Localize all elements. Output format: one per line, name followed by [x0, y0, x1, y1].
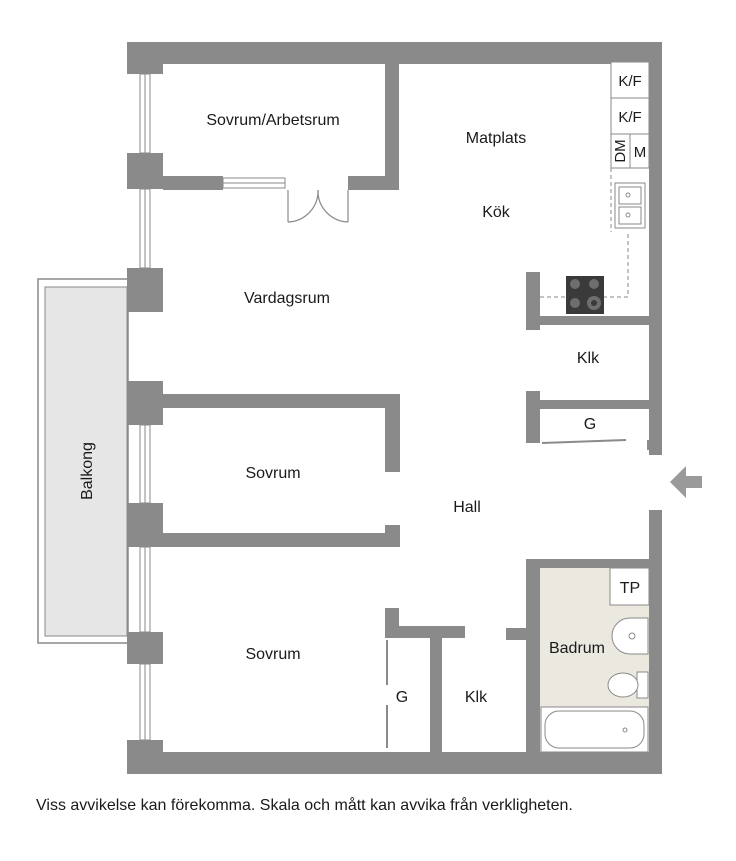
sink-icon: [614, 182, 646, 229]
room-label-badrum: Badrum: [549, 640, 605, 657]
room-label-sovrum-middle: Sovrum: [245, 465, 300, 482]
stove-icon: [566, 276, 604, 314]
room-label-garderob-lower: G: [396, 689, 408, 706]
balcony: [37, 278, 129, 644]
room-label-klk-lower: Klk: [465, 689, 488, 706]
kitchen-cabinets: [610, 61, 650, 169]
room-label-klk-upper: Klk: [577, 350, 600, 367]
washbasin-icon: [611, 617, 649, 655]
room-label-vardagsrum: Vardagsrum: [244, 290, 330, 307]
windows: [139, 73, 151, 741]
interior-walls: [155, 62, 656, 756]
disclaimer-text: Viss avvikelse kan förekomma. Skala och …: [36, 797, 573, 814]
room-label-garderob-upper: G: [584, 416, 596, 433]
appliance-label-kf-2: K/F: [618, 109, 641, 126]
interior-window: [222, 177, 286, 189]
outer-walls: [127, 42, 662, 774]
closet-doors: [386, 439, 627, 748]
room-label-balkong: Balkong: [79, 442, 96, 500]
room-label-sovrum-lower: Sovrum: [245, 646, 300, 663]
floor-plan: Sovrum/Arbetsrum Matplats Kök Vardagsrum…: [37, 42, 702, 774]
room-label-sovrum-arbetsrum: Sovrum/Arbetsrum: [206, 112, 339, 129]
bathtub-icon: [540, 706, 649, 753]
double-door: [287, 189, 349, 223]
tp-box: [609, 567, 650, 606]
room-label-tp: TP: [620, 580, 640, 597]
appliance-label-kf-1: K/F: [618, 73, 641, 90]
room-label-matplats: Matplats: [466, 130, 526, 147]
appliance-label-dm: DM: [612, 139, 629, 162]
entrance-arrow-icon: [670, 466, 702, 498]
appliance-label-m: M: [634, 144, 647, 161]
room-label-kok: Kök: [482, 204, 511, 221]
room-label-hall: Hall: [453, 499, 481, 516]
toilet-icon: [607, 671, 649, 699]
